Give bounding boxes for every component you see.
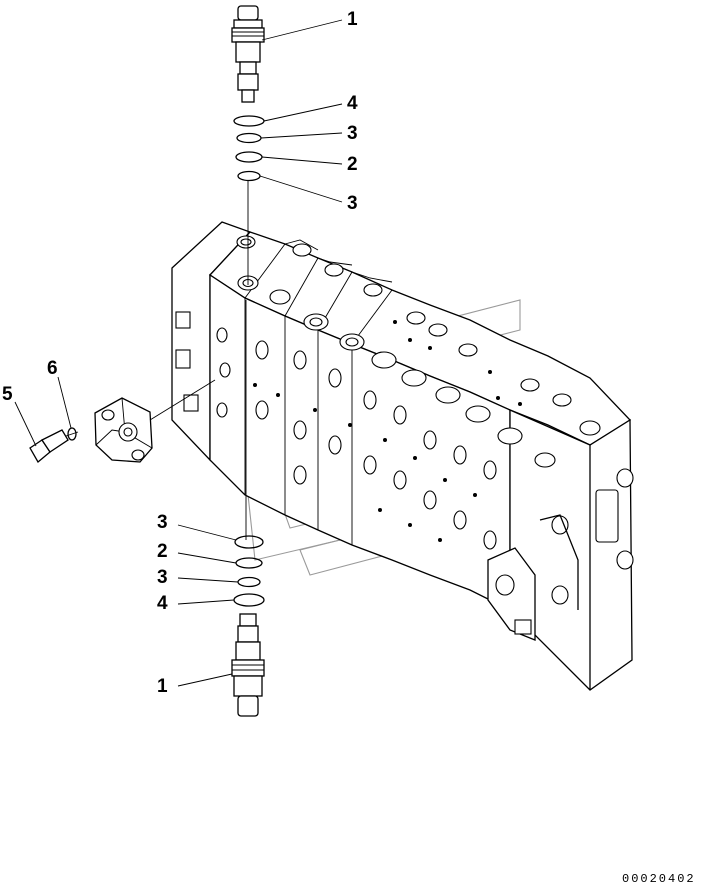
callout-top-ring-a: 3 <box>347 123 358 144</box>
callout-bolt: 5 <box>2 384 13 405</box>
ring-top-b <box>237 170 261 182</box>
callout-top-oring-large: 4 <box>347 93 358 114</box>
callout-bottom-valve: 1 <box>157 676 168 697</box>
washer <box>67 427 77 441</box>
oring-large-bottom <box>233 593 265 607</box>
bolt <box>29 429 79 463</box>
oring-large-top <box>233 115 265 127</box>
backup-ring-top <box>235 151 263 163</box>
callout-washer: 6 <box>47 358 58 379</box>
callout-bottom-backup: 2 <box>157 541 168 562</box>
backup-ring-bottom <box>235 557 263 569</box>
callout-bottom-oring-large: 4 <box>157 593 168 614</box>
leader-lines <box>14 19 343 687</box>
relief-valve-top <box>231 5 265 103</box>
assembly-axis <box>245 180 249 540</box>
ring-top-a <box>236 132 262 144</box>
control-valve-body <box>171 221 634 691</box>
drawing-number: 00020402 <box>622 872 696 886</box>
top-seal-set <box>233 115 265 182</box>
callout-top-valve: 1 <box>347 9 358 30</box>
ring-bottom-b <box>237 576 261 588</box>
side-cover-block <box>94 379 216 463</box>
callout-bottom-ring-b: 3 <box>157 567 168 588</box>
ring-bottom-a <box>234 535 264 549</box>
relief-valve-bottom <box>231 613 265 717</box>
bottom-seal-set <box>233 535 265 607</box>
callout-bottom-ring-a: 3 <box>157 512 168 533</box>
callout-top-ring-b: 3 <box>347 193 358 214</box>
callout-top-backup: 2 <box>347 154 358 175</box>
